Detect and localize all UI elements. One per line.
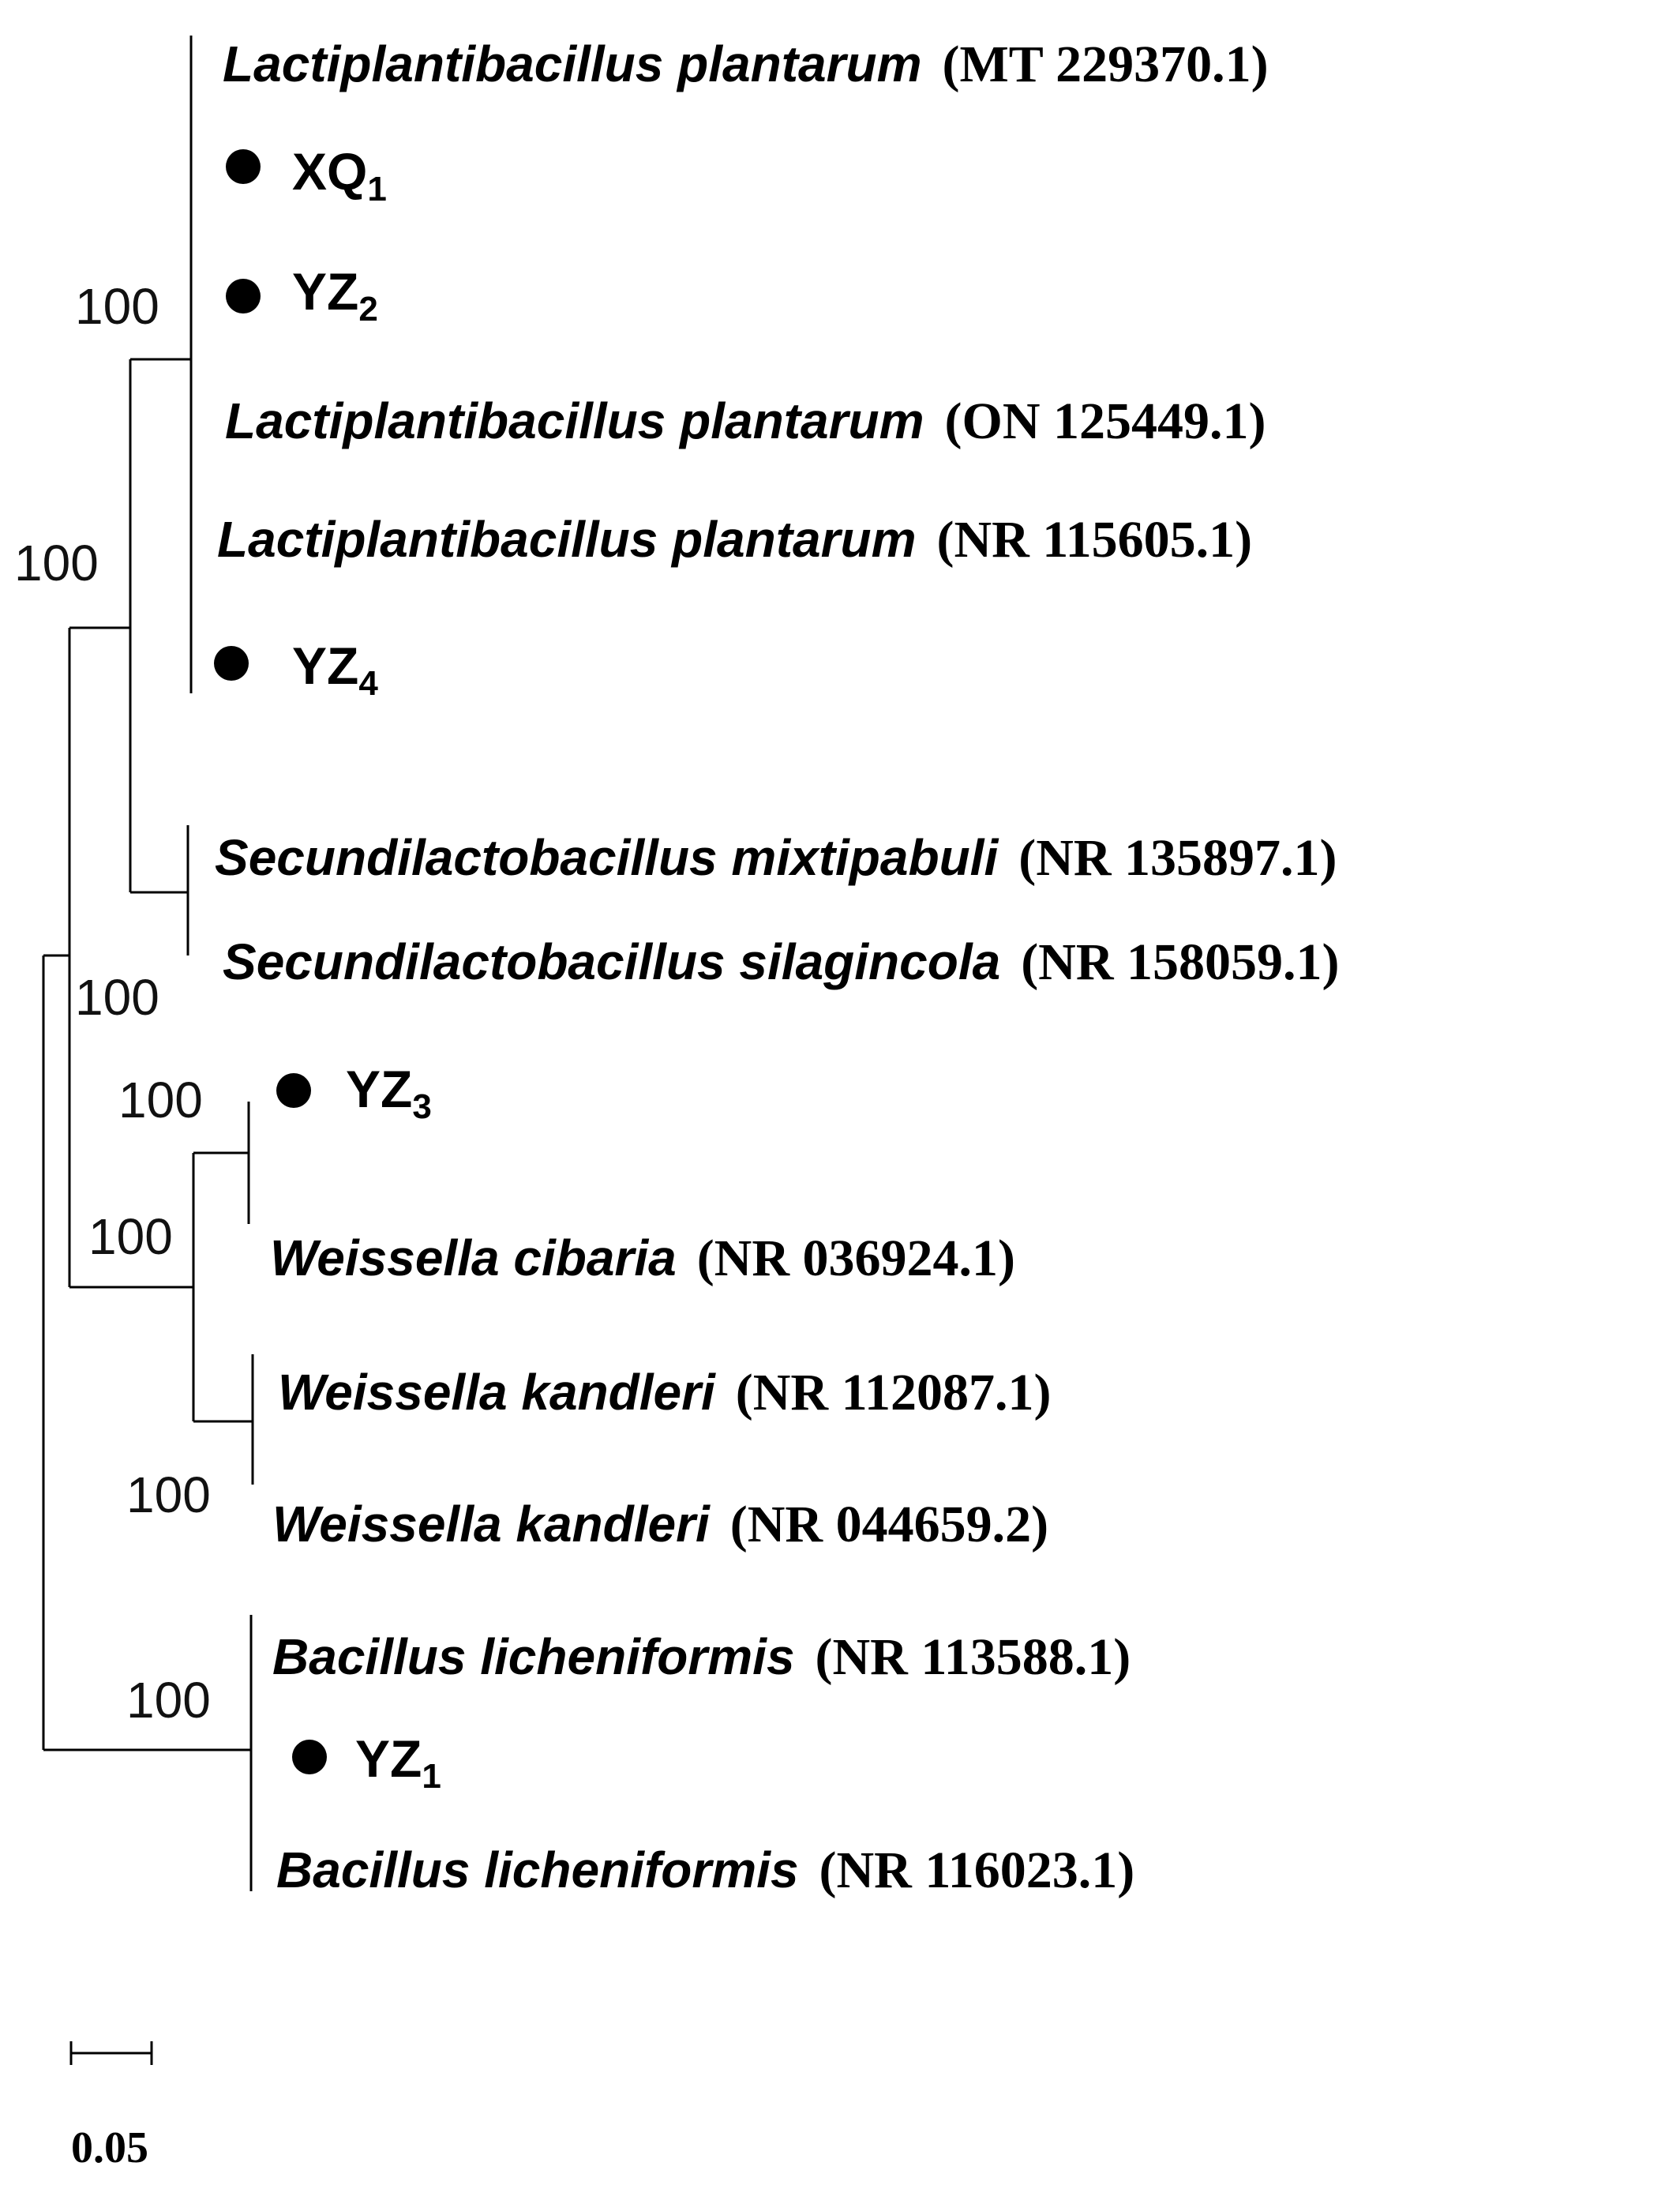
accession-number: (NR 113588.1) xyxy=(816,1628,1131,1686)
accession-number: (MT 229370.1) xyxy=(943,36,1269,93)
bootstrap-secundilactobacillus: 100 xyxy=(75,969,159,1026)
isolate-marker-icon xyxy=(226,149,261,184)
species-name: Bacillus licheniformis xyxy=(276,1841,799,1898)
species-name: Lactiplantibacillus plantarum xyxy=(217,511,917,568)
bootstrap-cibaria: 100 xyxy=(118,1072,203,1128)
species-name: Weissella cibaria xyxy=(270,1230,677,1286)
isolate-subscript: 4 xyxy=(358,664,378,703)
isolate-marker-icon xyxy=(292,1740,327,1774)
accession-number: (NR 112087.1) xyxy=(736,1364,1052,1421)
isolate-marker-icon xyxy=(276,1073,311,1108)
isolate-label: YZ1 xyxy=(355,1729,441,1796)
bootstrap-bacillus: 100 xyxy=(126,1672,211,1729)
isolate-label: YZ2 xyxy=(292,262,378,328)
isolate-marker-icon xyxy=(226,279,261,313)
leaf-label: Bacillus licheniformis (NR 116023.1) xyxy=(276,1841,1134,1899)
leaf-label: Bacillus licheniformis (NR 113588.1) xyxy=(272,1628,1131,1686)
isolate-label: YZ4 xyxy=(292,636,378,703)
accession-number: (NR 158059.1) xyxy=(1021,933,1339,991)
isolate-name: YZ xyxy=(292,636,358,695)
accession-number: (NR 115605.1) xyxy=(937,511,1253,569)
bootstrap-kandleri: 100 xyxy=(126,1466,211,1523)
species-name: Lactiplantibacillus plantarum xyxy=(223,36,922,92)
isolate-subscript: 1 xyxy=(422,1757,441,1796)
accession-number: (ON 125449.1) xyxy=(945,392,1266,450)
leaf-label: Secundilactobacillus silagincola (NR 158… xyxy=(223,933,1339,991)
scale-bar: 0.05 xyxy=(69,2041,153,2172)
isolate-name: YZ xyxy=(292,262,358,321)
species-name: Bacillus licheniformis xyxy=(272,1628,795,1685)
leaf-label: Weissella cibaria (NR 036924.1) xyxy=(270,1230,1015,1287)
isolate-marker-icon xyxy=(214,646,249,681)
species-name: Lactiplantibacillus plantarum xyxy=(225,392,924,449)
leaf-labels: Lactiplantibacillus plantarum (MT 229370… xyxy=(214,36,1339,1899)
leaf-label: Weissella kandleri (NR 112087.1) xyxy=(278,1364,1051,1421)
isolate-name: YZ xyxy=(346,1060,412,1118)
tree-branches xyxy=(42,36,254,1891)
species-name: Secundilactobacillus mixtipabuli xyxy=(215,829,999,886)
species-name: Secundilactobacillus silagincola xyxy=(223,933,1000,990)
bootstrap-lacto-secundi: 100 xyxy=(14,535,99,591)
isolate-name: XQ xyxy=(292,142,367,201)
leaf-label: Lactiplantibacillus plantarum (MT 229370… xyxy=(223,36,1269,93)
leaf-label: Secundilactobacillus mixtipabuli (NR 135… xyxy=(215,829,1337,887)
accession-number: (NR 116023.1) xyxy=(819,1841,1135,1899)
accession-number: (NR 044659.2) xyxy=(730,1496,1048,1553)
leaf-label: Lactiplantibacillus plantarum (NR 115605… xyxy=(217,511,1252,569)
species-name: Weissella kandleri xyxy=(278,1364,716,1421)
leaf-label: Weissella kandleri (NR 044659.2) xyxy=(272,1496,1048,1553)
leaf-label: Lactiplantibacillus plantarum (ON 125449… xyxy=(225,392,1266,450)
isolate-name: YZ xyxy=(355,1729,422,1788)
bootstrap-values: 100 100 100 100 100 100 100 xyxy=(14,278,211,1729)
accession-number: (NR 135897.1) xyxy=(1018,829,1337,887)
bootstrap-weissella: 100 xyxy=(88,1208,173,1265)
species-name: Weissella kandleri xyxy=(272,1496,711,1552)
isolate-subscript: 3 xyxy=(412,1087,431,1126)
isolate-label: YZ3 xyxy=(346,1060,432,1126)
isolate-label: XQ1 xyxy=(292,142,387,208)
accession-number: (NR 036924.1) xyxy=(697,1230,1015,1287)
isolate-subscript: 2 xyxy=(358,290,377,328)
bootstrap-lactiplantibacillus: 100 xyxy=(75,278,159,335)
isolate-subscript: 1 xyxy=(367,170,386,208)
scale-bar-label: 0.05 xyxy=(71,2123,148,2172)
